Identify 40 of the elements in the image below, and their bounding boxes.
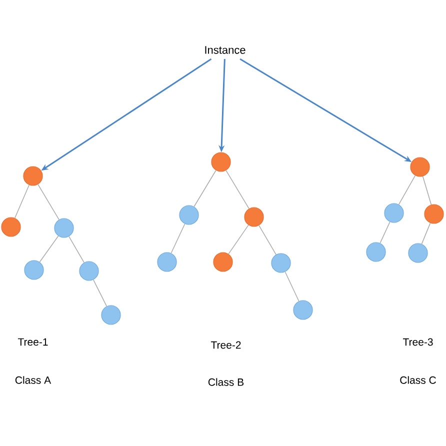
tree-branch xyxy=(284,271,300,302)
tree-node xyxy=(211,152,231,172)
tree-branch xyxy=(14,184,30,218)
tree-branch xyxy=(258,225,276,255)
tree-branch xyxy=(226,170,250,209)
class-label: Class B xyxy=(208,378,244,386)
tree-node xyxy=(24,260,44,280)
tree-node xyxy=(157,252,177,272)
tree-branch xyxy=(92,279,108,307)
tree-branch xyxy=(380,222,390,244)
tree-node xyxy=(271,253,291,273)
class-label: Class A xyxy=(15,376,52,384)
tree-label: Tree-3 xyxy=(402,338,433,346)
class-label: Class C xyxy=(400,376,436,384)
tree-branch xyxy=(422,176,432,206)
tree-node xyxy=(366,242,386,262)
tree-label: Tree-1 xyxy=(18,338,48,346)
tree-node xyxy=(1,217,21,237)
tree-branch xyxy=(170,223,186,254)
tree-node xyxy=(101,305,121,325)
tree-branch xyxy=(194,170,216,208)
tree-branch xyxy=(421,222,431,244)
tree-branch xyxy=(228,224,249,254)
tree-node xyxy=(179,205,199,225)
tree-node xyxy=(244,207,264,227)
tree-label: Tree-2 xyxy=(210,341,241,349)
tree-node xyxy=(54,218,74,238)
tree-node xyxy=(410,157,430,177)
tree-node xyxy=(424,204,444,224)
tree-node xyxy=(293,300,313,320)
tree-node xyxy=(23,166,43,186)
tree-branch xyxy=(38,184,60,220)
title-text: Instance xyxy=(205,46,246,54)
tree-branch xyxy=(68,236,84,263)
tree-node xyxy=(213,252,233,272)
tree-branch xyxy=(398,175,416,205)
tree-node xyxy=(384,203,404,223)
tree-node xyxy=(408,243,428,263)
tree-node xyxy=(79,261,99,281)
tree-branch xyxy=(39,236,59,262)
